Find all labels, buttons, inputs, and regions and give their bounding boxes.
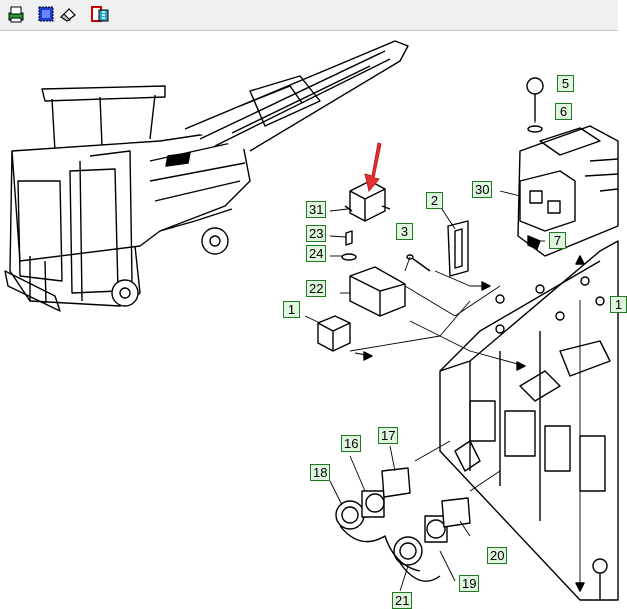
select-area-icon[interactable]: [36, 4, 56, 24]
callout-6[interactable]: 6: [555, 103, 572, 120]
callout-16[interactable]: 16: [341, 435, 362, 452]
exploded-view-drawing: [4, 40, 619, 601]
parts-list-icon[interactable]: [90, 4, 110, 24]
callout-3[interactable]: 3: [396, 223, 413, 240]
callout-17[interactable]: 17: [378, 427, 399, 444]
callout-23[interactable]: 23: [306, 225, 327, 242]
callout-24[interactable]: 24: [306, 245, 327, 262]
callout-2[interactable]: 2: [426, 192, 443, 209]
relay-block-assembly: [517, 77, 619, 257]
relay-part-31: [344, 180, 391, 222]
plug-connectors: [335, 467, 471, 582]
callout-19[interactable]: 19: [459, 575, 480, 592]
callout-20[interactable]: 20: [487, 547, 508, 564]
eraser-icon[interactable]: [58, 4, 78, 24]
callout-22[interactable]: 22: [306, 280, 327, 297]
callout-1-partial[interactable]: 1: [610, 296, 627, 313]
milling-machine-illustration: [4, 40, 409, 312]
toolbar: [0, 0, 618, 31]
callout-21[interactable]: 21: [392, 592, 413, 609]
highlight-arrow: [364, 142, 382, 193]
print-icon[interactable]: [6, 4, 26, 24]
callout-1[interactable]: 1: [283, 301, 300, 318]
electrical-cabinet: [439, 240, 619, 601]
parts-diagram: 5 6 30 7 2 31 3 23 24 22 1 17 16 18 20 1…: [0, 31, 627, 609]
callout-30[interactable]: 30: [472, 181, 493, 198]
callout-5[interactable]: 5: [557, 75, 574, 92]
callout-31[interactable]: 31: [306, 201, 327, 218]
callout-18[interactable]: 18: [310, 464, 331, 481]
callout-7[interactable]: 7: [549, 232, 566, 249]
